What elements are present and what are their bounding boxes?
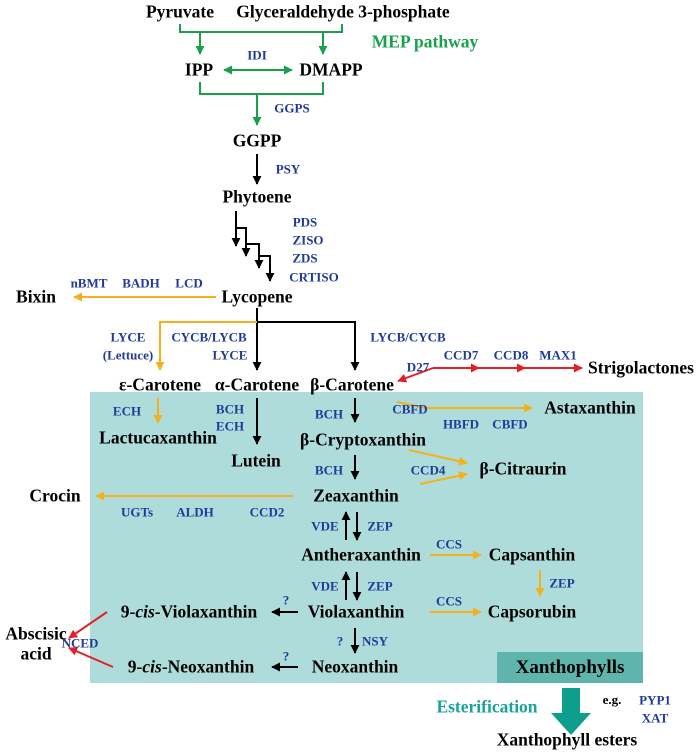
enzyme-nbmt: nBMT [70,275,108,291]
enzyme-lyce: LYCE [110,329,146,345]
cis-violaxanthin-label: 9-cis-Violaxanthin [120,601,258,622]
enzyme-zep-capsanthin: ZEP [549,575,575,591]
xanthophylls-banner: Xanthophylls [497,652,643,683]
pyruvate-label: Pyruvate [145,1,215,22]
enzyme-unknown-2: ? [336,633,344,649]
enzyme-zep-1: ZEP [367,518,393,534]
esterification-label: Esterification [436,696,538,717]
enzyme-nsy: NSY [361,633,389,649]
cis-neoxanthin-label: 9-cis-Neoxanthin [127,656,255,677]
enzyme-vde-2: VDE [311,578,339,594]
enzyme-hbfd: HBFD [442,416,480,432]
mep-arrows [179,24,343,126]
enzyme-crtiso: CRTISO [289,269,339,285]
enzyme-badh: BADH [122,275,160,291]
a-carotene-label: α-Carotene [214,374,300,395]
bixin-label: Bixin [16,286,56,307]
astaxanthin-label: Astaxanthin [544,397,636,418]
b-citraurin-label: β-Citraurin [479,458,567,479]
enzyme-unknown-1: ? [282,592,290,608]
mep-pathway-label: MEP pathway [371,31,479,52]
eg-label: e.g. [602,692,622,707]
enzyme-zep-2: ZEP [367,578,393,594]
enzyme-pyp1: PYP1 [639,692,671,708]
g3p-label: Glyceraldehyde 3-phosphate [236,1,450,22]
enzyme-bch-zea: BCH [314,462,344,478]
enzyme-cbfd: CBFD [392,401,428,417]
enzyme-d27: D27 [406,359,430,375]
esterification-arrow [551,688,591,735]
enzyme-ccd8: CCD8 [493,347,529,363]
violaxanthin-label: Violaxanthin [307,601,405,622]
enzyme-lyce-alpha: LYCE [212,347,248,363]
antheraxanthin-label: Antheraxanthin [301,544,421,565]
enzyme-max1: MAX1 [539,347,577,363]
enzyme-ech-lactuca: ECH [112,403,142,419]
enzyme-lyce-lettuce-note: (Lettuce) [102,347,154,363]
lycopene-label: Lycopene [221,286,293,307]
enzyme-ccd7: CCD7 [443,347,479,363]
enzyme-vde-1: VDE [311,518,339,534]
b-carotene-label: β-Carotene [310,374,394,395]
enzyme-ggps: GGPS [274,100,310,116]
enzyme-ziso: ZISO [292,232,324,248]
enzyme-cbfd-2: CBFD [492,416,528,432]
enzyme-ccd2: CCD2 [249,504,285,520]
enzyme-ugts: UGTs [120,504,154,520]
lactucaxanthin-label: Lactucaxanthin [99,427,217,448]
capsanthin-label: Capsanthin [488,544,576,565]
xanthophylls-region [90,392,643,683]
enzyme-nced: NCED [61,635,99,651]
dmapp-label: DMAPP [299,59,363,80]
abscisic-acid-line2: acid [20,643,52,664]
ipp-label: IPP [184,59,214,80]
neoxanthin-label: Neoxanthin [311,656,399,677]
enzyme-bch-lutein: BCH [215,401,245,417]
enzyme-idi: IDI [247,47,267,63]
enzyme-bch-crypto: BCH [314,406,344,422]
strigolactones-label: Strigolactones [588,357,694,378]
abscisic-acid-line1: Abscisic [5,623,67,644]
enzyme-xat: XAT [641,710,669,726]
phytoene-label: Phytoene [222,186,292,207]
enzyme-ccs-1: CCS [435,536,463,552]
enzyme-aldh: ALDH [176,504,214,520]
enzyme-ccd4: CCD4 [410,462,446,478]
enzyme-ccs-2: CCS [435,593,463,609]
enzyme-psy: PSY [275,161,301,177]
capsorubin-label: Capsorubin [487,601,577,622]
enzyme-cycb-lycb: CYCB/LYCB [171,329,247,345]
enzyme-lcd: LCD [175,275,203,291]
lutein-label: Lutein [231,450,281,471]
b-cryptoxanthin-label: β-Cryptoxanthin [300,429,426,450]
strigolactone-aba-arrows [68,363,583,668]
enzyme-ech-lutein: ECH [215,418,245,434]
enzyme-zds: ZDS [292,250,318,266]
xanthophyll-esters-label: Xanthophyll esters [496,729,638,750]
e-carotene-label: ε-Carotene [119,374,201,395]
enzyme-pds: PDS [292,214,318,230]
enzyme-lycb-cycb: LYCB/CYCB [370,329,446,345]
zeaxanthin-label: Zeaxanthin [313,485,399,506]
enzyme-unknown-3: ? [282,648,290,664]
ggpp-label: GGPP [232,130,282,151]
crocin-label: Crocin [29,485,81,506]
side-branch-arrows [73,292,545,617]
main-arrows [231,154,362,672]
